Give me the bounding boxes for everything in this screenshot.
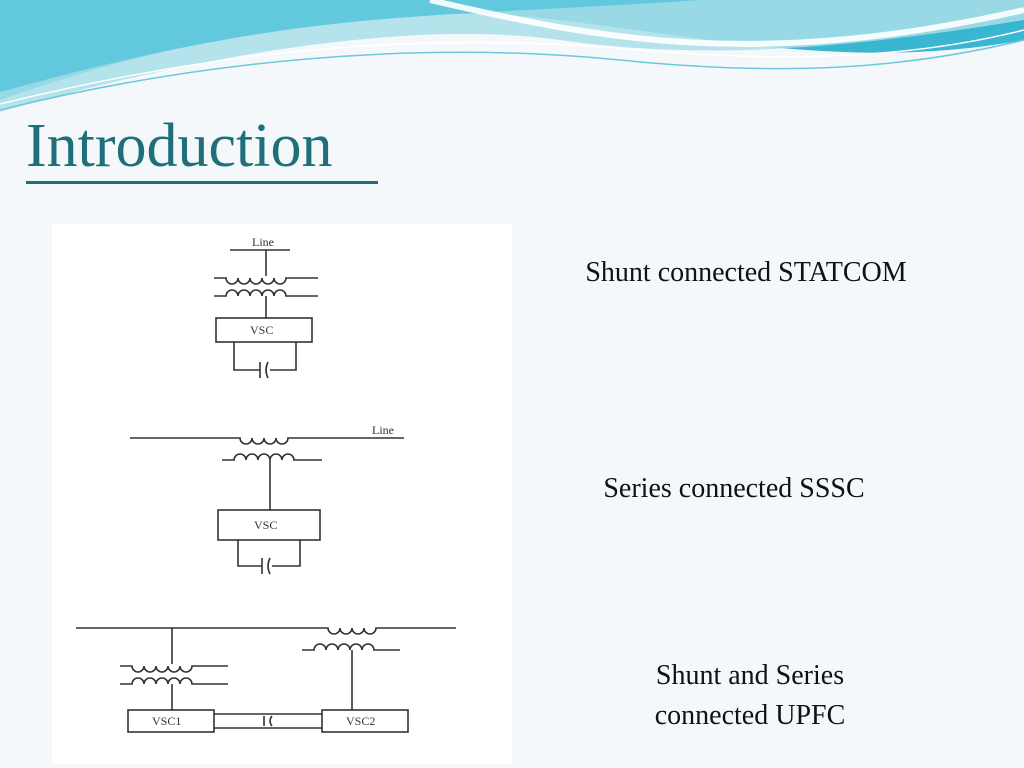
upfc-series-transformer-primary [318,627,456,635]
wave-thin-line-2 [0,29,1024,105]
sssc-converter-label: VSC [254,518,277,532]
upfc-vsc2-label: VSC2 [346,714,375,728]
upfc-shunt-transformer-primary [120,665,228,673]
upfc-schematic: VSC1 VSC2 [76,627,456,733]
slide-title-underline [26,181,378,184]
sssc-transformer-primary [230,437,310,445]
caption-sssc: Series connected SSSC [603,473,865,504]
sssc-converter-box [217,509,321,541]
statcom-transformer-secondary [214,289,318,297]
facts-schematics: Line VSC Line VSC [76,235,456,733]
caption-upfc-line-1: Shunt and Series [655,660,845,691]
wave-thin-line-1 [0,39,1024,111]
upfc-vsc1-box [127,709,215,733]
wave-white-streak [429,0,1024,47]
statcom-transformer-primary [214,277,318,285]
statcom-schematic: Line VSC [214,235,318,379]
upfc-vsc2-box [321,709,409,733]
sssc-transformer-secondary [222,453,322,461]
upfc-shunt-transformer-secondary [120,677,228,685]
slide-title: Introduction [26,112,333,180]
statcom-line-label: Line [252,235,274,249]
statcom-converter-box [215,317,313,343]
upfc-vsc1-label: VSC1 [152,714,181,728]
upfc-dc-capacitor-plate-2 [269,715,273,727]
sssc-line-label: Line [372,423,394,437]
wave-band-mid [0,0,700,92]
facts-devices-diagram-panel: Line VSC Line VSC [52,224,512,764]
caption-statcom: Shunt connected STATCOM [585,257,907,288]
sssc-capacitor-plate-2 [267,557,271,575]
sssc-schematic: Line VSC [130,423,404,575]
sssc-dc-loop [237,540,301,567]
statcom-capacitor-plate-2 [265,361,269,379]
caption-upfc-line-2: connected UPFC [654,700,846,731]
upfc-series-transformer-secondary [302,643,400,651]
statcom-dc-loop [233,342,297,371]
statcom-converter-label: VSC [250,323,273,337]
